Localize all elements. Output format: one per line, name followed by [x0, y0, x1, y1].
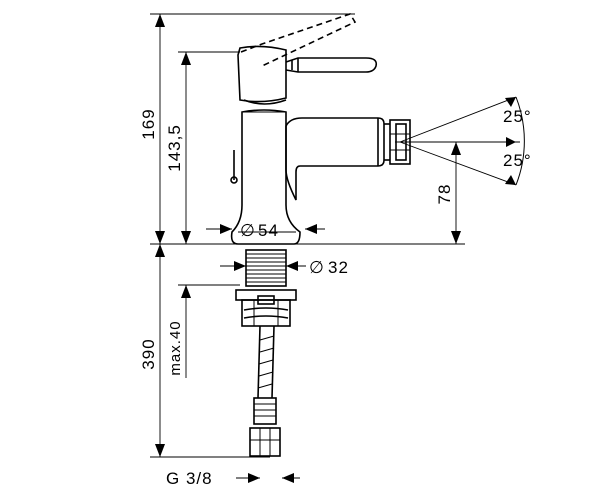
label-angle-up: 25° [503, 107, 532, 126]
diameter-symbol-54: ∅ [240, 221, 255, 241]
handle-cap [237, 45, 287, 103]
diameter-symbol-32: ∅ [309, 258, 324, 278]
washer [235, 289, 297, 301]
hose-crimp [253, 397, 277, 425]
nozzle [389, 119, 411, 165]
mounting-nut [241, 299, 291, 327]
spout [285, 117, 385, 201]
label-diameter-54: 54 [258, 221, 279, 240]
label-angle-down: 25° [503, 151, 532, 170]
label-169: 169 [139, 108, 158, 139]
dimension-labels: 169 143,5 78 25° 25° ∅ 54 ∅ 32 390 max.4… [139, 107, 532, 488]
label-connection: G 3/8 [166, 469, 213, 488]
threaded-shank [245, 249, 287, 287]
label-diameter-32: 32 [328, 258, 349, 277]
label-max-40: max.40 [167, 320, 184, 375]
dimension-lines [150, 13, 525, 483]
label-143-5: 143,5 [165, 124, 184, 172]
label-390: 390 [139, 338, 158, 369]
lever-handle [285, 57, 378, 73]
faucet-body [230, 13, 411, 245]
label-78: 78 [435, 184, 454, 205]
shank-assembly [235, 249, 297, 457]
connection-nut [249, 427, 281, 457]
